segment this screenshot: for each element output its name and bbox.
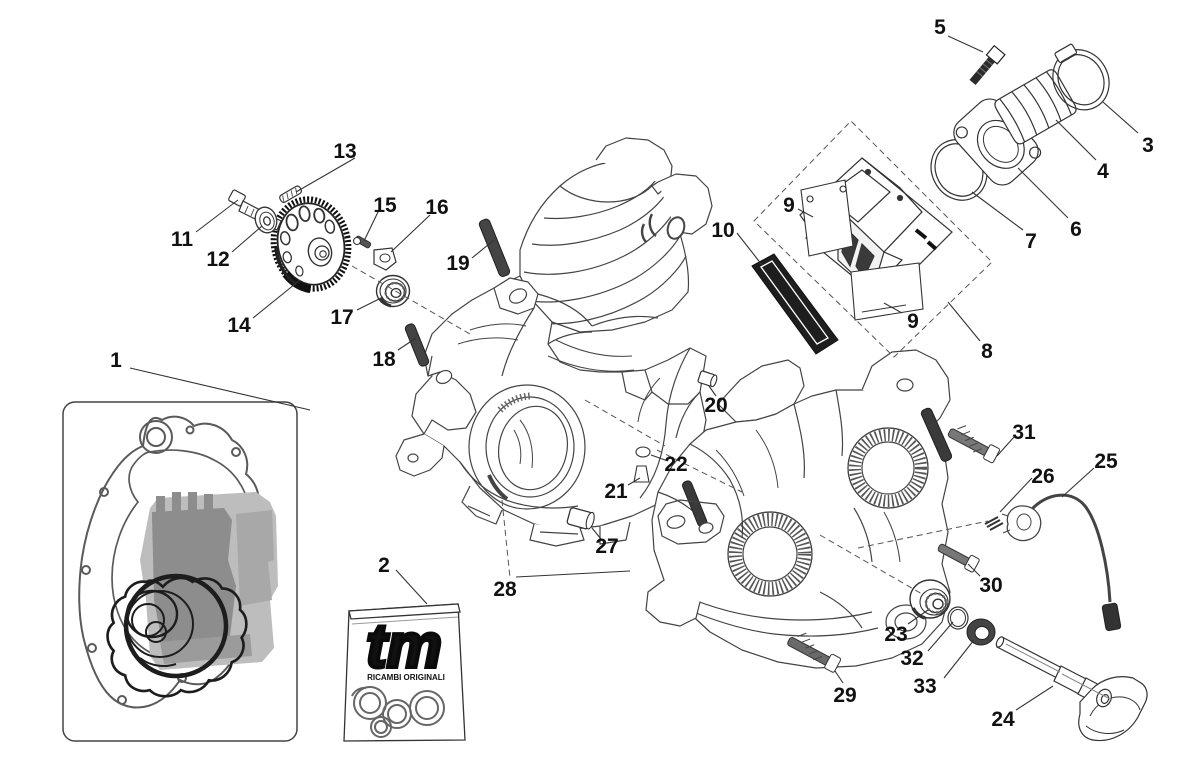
svg-text:4: 4 — [1097, 160, 1109, 183]
svg-text:14: 14 — [227, 314, 251, 337]
svg-text:5: 5 — [934, 16, 946, 39]
svg-text:13: 13 — [333, 140, 356, 163]
svg-text:RICAMBI ORIGINALI: RICAMBI ORIGINALI — [367, 673, 445, 682]
svg-text:12: 12 — [206, 248, 229, 271]
svg-text:2: 2 — [378, 554, 390, 577]
svg-text:9: 9 — [907, 310, 919, 333]
svg-text:1: 1 — [110, 349, 122, 372]
svg-text:6: 6 — [1070, 218, 1082, 241]
svg-text:8: 8 — [981, 340, 993, 363]
svg-text:24: 24 — [991, 708, 1015, 731]
svg-text:32: 32 — [900, 647, 923, 670]
svg-text:29: 29 — [833, 684, 856, 707]
svg-text:21: 21 — [604, 480, 628, 503]
svg-text:27: 27 — [595, 535, 618, 558]
svg-text:26: 26 — [1031, 465, 1054, 488]
svg-text:10: 10 — [711, 219, 734, 242]
svg-text:3: 3 — [1142, 134, 1154, 157]
svg-text:tm: tm — [366, 612, 442, 681]
svg-text:30: 30 — [979, 574, 1002, 597]
svg-text:22: 22 — [664, 453, 687, 476]
svg-text:23: 23 — [884, 623, 907, 646]
svg-text:20: 20 — [704, 394, 727, 417]
svg-text:9: 9 — [783, 194, 795, 217]
svg-text:15: 15 — [373, 194, 397, 217]
svg-text:33: 33 — [913, 675, 936, 698]
svg-text:19: 19 — [446, 252, 469, 275]
svg-text:28: 28 — [493, 578, 517, 601]
svg-text:31: 31 — [1012, 421, 1036, 444]
svg-text:7: 7 — [1025, 230, 1037, 253]
svg-text:25: 25 — [1094, 450, 1118, 473]
svg-text:16: 16 — [425, 196, 448, 219]
svg-text:17: 17 — [330, 306, 353, 329]
svg-text:11: 11 — [171, 228, 194, 251]
svg-text:18: 18 — [372, 348, 396, 371]
